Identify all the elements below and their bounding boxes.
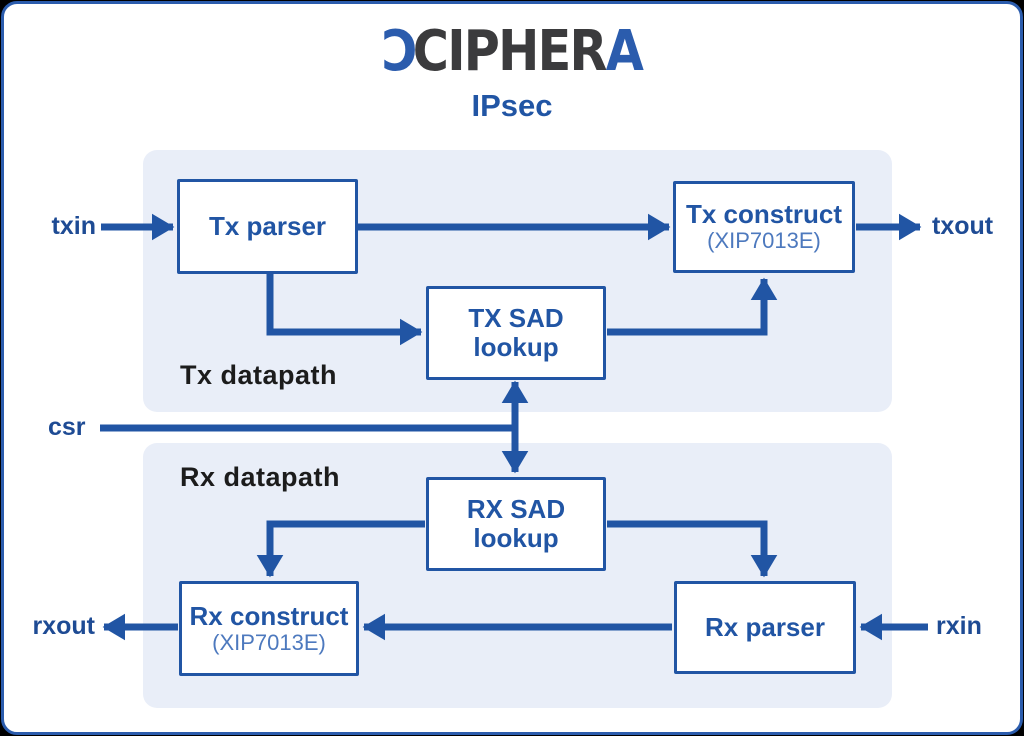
diagram-title: IPsec <box>471 88 553 123</box>
rx-datapath-label: Rx datapath <box>180 462 341 492</box>
tx-construct-partnumber: (XIP7013E) <box>707 228 821 254</box>
logo-text: CIPHER <box>412 19 608 84</box>
rx-parser-label: Rx parser <box>705 611 825 642</box>
port-label-txin: txin <box>51 212 96 240</box>
logo-x-glyph: Ɔ <box>381 19 418 84</box>
tx-construct-label: Tx construct <box>685 199 843 230</box>
logo-a-glyph: A <box>605 19 644 84</box>
tx-sad-lookup-block: TX SAD lookup <box>426 286 606 380</box>
rx-construct-label: Rx construct <box>189 600 349 631</box>
tx-parser-block: Tx parser <box>177 179 358 274</box>
tx-parser-label: Tx parser <box>208 210 327 241</box>
rx-sad-lookup-block: RX SAD lookup <box>426 477 606 571</box>
rx-sad-line2: lookup <box>473 523 559 553</box>
port-label-rxin: rxin <box>936 612 982 640</box>
rx-parser-block: Rx parser <box>674 581 856 674</box>
rx-construct-partnumber: (XIP7013E) <box>212 629 326 655</box>
rx-construct-block: Rx construct (XIP7013E) <box>179 581 359 676</box>
tx-sad-line2: lookup <box>473 332 559 362</box>
port-label-rxout: rxout <box>32 612 96 640</box>
rx-sad-line1: RX SAD <box>466 493 566 524</box>
port-label-txout: txout <box>932 212 994 240</box>
tx-construct-block: Tx construct (XIP7013E) <box>673 181 855 273</box>
port-label-csr: csr <box>48 413 86 441</box>
tx-sad-line1: TX SAD <box>468 302 564 333</box>
tx-datapath-label: Tx datapath <box>180 360 338 390</box>
